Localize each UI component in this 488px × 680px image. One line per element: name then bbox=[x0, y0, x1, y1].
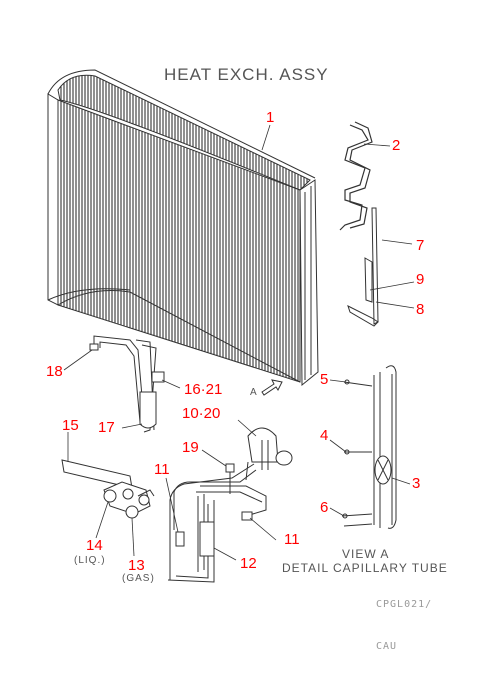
valve-group-13-14-15 bbox=[61, 459, 155, 519]
liq-label: (LIQ.) bbox=[74, 555, 106, 566]
callout-3: 3 bbox=[412, 475, 421, 492]
gas-label: (GAS) bbox=[122, 573, 155, 584]
callout-10-20: 10·20 bbox=[182, 405, 221, 422]
bracket-part-2 bbox=[339, 121, 373, 231]
callout-11-right: 11 bbox=[284, 531, 300, 548]
callout-5: 5 bbox=[320, 371, 329, 388]
callout-4: 4 bbox=[320, 427, 329, 444]
view-a-label: A bbox=[250, 387, 258, 398]
callout-9: 9 bbox=[416, 271, 425, 288]
capillary-detail bbox=[341, 365, 397, 529]
pipe-group-10-12-19 bbox=[167, 427, 293, 583]
callout-13: 13 bbox=[128, 557, 145, 574]
callout-7: 7 bbox=[416, 237, 425, 254]
callout-17: 17 bbox=[98, 419, 115, 436]
callout-12: 12 bbox=[240, 555, 257, 572]
callout-18: 18 bbox=[46, 363, 63, 380]
leader-lines bbox=[63, 124, 415, 561]
callout-2: 2 bbox=[392, 137, 401, 154]
heat-exchanger bbox=[47, 69, 319, 387]
revision-code: CAU bbox=[376, 641, 398, 652]
view-title: VIEW A bbox=[342, 547, 390, 561]
view-subtitle: DETAIL CAPILLARY TUBE bbox=[282, 561, 448, 575]
holder-parts-7-8-9 bbox=[347, 207, 379, 327]
pipe-group-16-17-18 bbox=[89, 335, 165, 433]
callout-14: 14 bbox=[86, 537, 103, 554]
callout-11-left: 11 bbox=[154, 461, 170, 478]
callout-6: 6 bbox=[320, 499, 329, 516]
callout-16-21: 16·21 bbox=[184, 381, 223, 398]
drawing-number: CPGL021/ bbox=[376, 599, 433, 610]
callout-1: 1 bbox=[266, 109, 275, 126]
diagram-title: HEAT EXCH. ASSY bbox=[164, 65, 329, 84]
callout-19: 19 bbox=[182, 439, 199, 456]
callout-8: 8 bbox=[416, 301, 425, 318]
callout-15: 15 bbox=[62, 417, 79, 434]
view-a-arrow-icon bbox=[261, 379, 283, 396]
